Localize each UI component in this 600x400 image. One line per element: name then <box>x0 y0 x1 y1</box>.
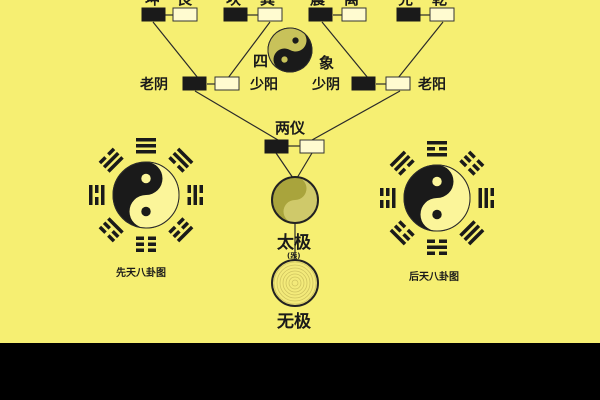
yin-box <box>396 7 421 22</box>
houtian-caption: 后天八卦图 <box>409 270 459 283</box>
yang-box <box>385 76 411 91</box>
yang-box <box>257 7 283 22</box>
top-label: 震 <box>310 0 326 8</box>
connector-lines <box>152 14 444 260</box>
yang-box <box>172 7 198 22</box>
trigram-icon <box>136 236 156 252</box>
yang-dot <box>281 56 288 63</box>
top-label: 兑 <box>398 0 413 8</box>
yin-box <box>182 76 207 91</box>
yin-box <box>308 7 333 22</box>
top-label: 坤 <box>145 0 160 8</box>
wuji-icon <box>271 259 319 307</box>
top-label: 坎 <box>226 0 241 8</box>
taiji-label: 太极 <box>277 232 311 253</box>
trigram-icon <box>389 150 415 176</box>
taiji-icon <box>271 176 319 224</box>
top-label: 艮 <box>177 0 193 8</box>
yin-box <box>141 7 166 22</box>
sixiang-title-right: 象 <box>319 54 334 72</box>
yang-box <box>214 76 240 91</box>
wuji-circle <box>271 259 319 307</box>
yang-dot <box>141 173 151 184</box>
trigram-icon <box>98 217 124 243</box>
yin-dot <box>432 209 442 220</box>
yin-dot <box>141 206 151 217</box>
sixiang-yinyang-icon <box>267 27 313 73</box>
trigram-icon <box>168 217 194 243</box>
sixiang-label: 少阳 <box>249 76 278 93</box>
bottom-black-bar <box>0 343 600 400</box>
xiantian-bagua <box>89 138 203 252</box>
trigram-icon <box>427 239 447 255</box>
sixiang-label: 老阴 <box>140 76 168 93</box>
trigram-icon <box>459 220 485 246</box>
trigram-icon <box>459 150 485 176</box>
yin-dot <box>292 37 299 44</box>
top-label: 乾 <box>432 0 447 8</box>
taiji-sub: (炁) <box>287 252 300 260</box>
top-label: 巽 <box>260 0 275 8</box>
yang-box <box>429 7 455 22</box>
sixiang-label: 少阴 <box>311 76 340 93</box>
yang-half <box>283 177 318 223</box>
yin-box <box>351 76 376 91</box>
yang-dot <box>432 176 442 187</box>
sixiang-title-left: 四 <box>253 52 268 70</box>
trigram-icon <box>380 188 396 208</box>
trigram-icon <box>98 147 124 173</box>
trigram-icon <box>187 185 203 205</box>
yao-boxes <box>141 7 455 154</box>
trigram-icon <box>136 138 156 154</box>
trigram-icon <box>389 220 415 246</box>
trigram-icon <box>168 147 194 173</box>
trigram-icon <box>478 188 494 208</box>
top-label: 离 <box>344 0 359 8</box>
trigram-icon <box>89 185 105 205</box>
liangyi-label: 两仪 <box>275 119 306 137</box>
sixiang-label: 老阳 <box>418 76 446 93</box>
wuji-label: 无极 <box>276 312 311 332</box>
houtian-bagua <box>380 141 494 255</box>
yin-box <box>264 139 289 154</box>
yang-box <box>299 139 325 154</box>
yin-box <box>223 7 248 22</box>
trigram-icon <box>427 141 447 157</box>
xiantian-caption: 先天八卦图 <box>116 266 166 279</box>
yang-box <box>341 7 367 22</box>
